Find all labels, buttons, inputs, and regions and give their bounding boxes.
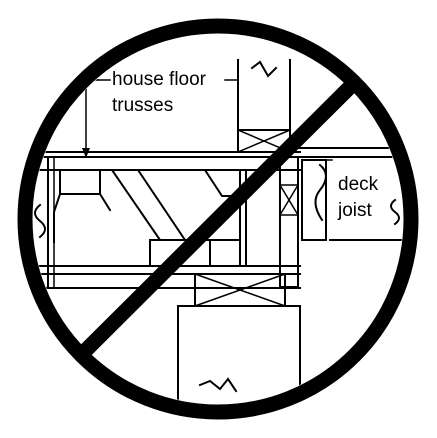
label-leader — [82, 79, 239, 158]
rim-joist — [278, 156, 300, 288]
upper-wall — [237, 59, 291, 153]
label-trusses: trusses — [112, 95, 173, 116]
label-deck: deck — [338, 174, 379, 195]
label-house-floor: house floor — [112, 69, 207, 90]
prohibit-circle — [17, 18, 419, 420]
prohibit-slash — [74, 76, 361, 362]
label-joist: joist — [337, 200, 373, 221]
